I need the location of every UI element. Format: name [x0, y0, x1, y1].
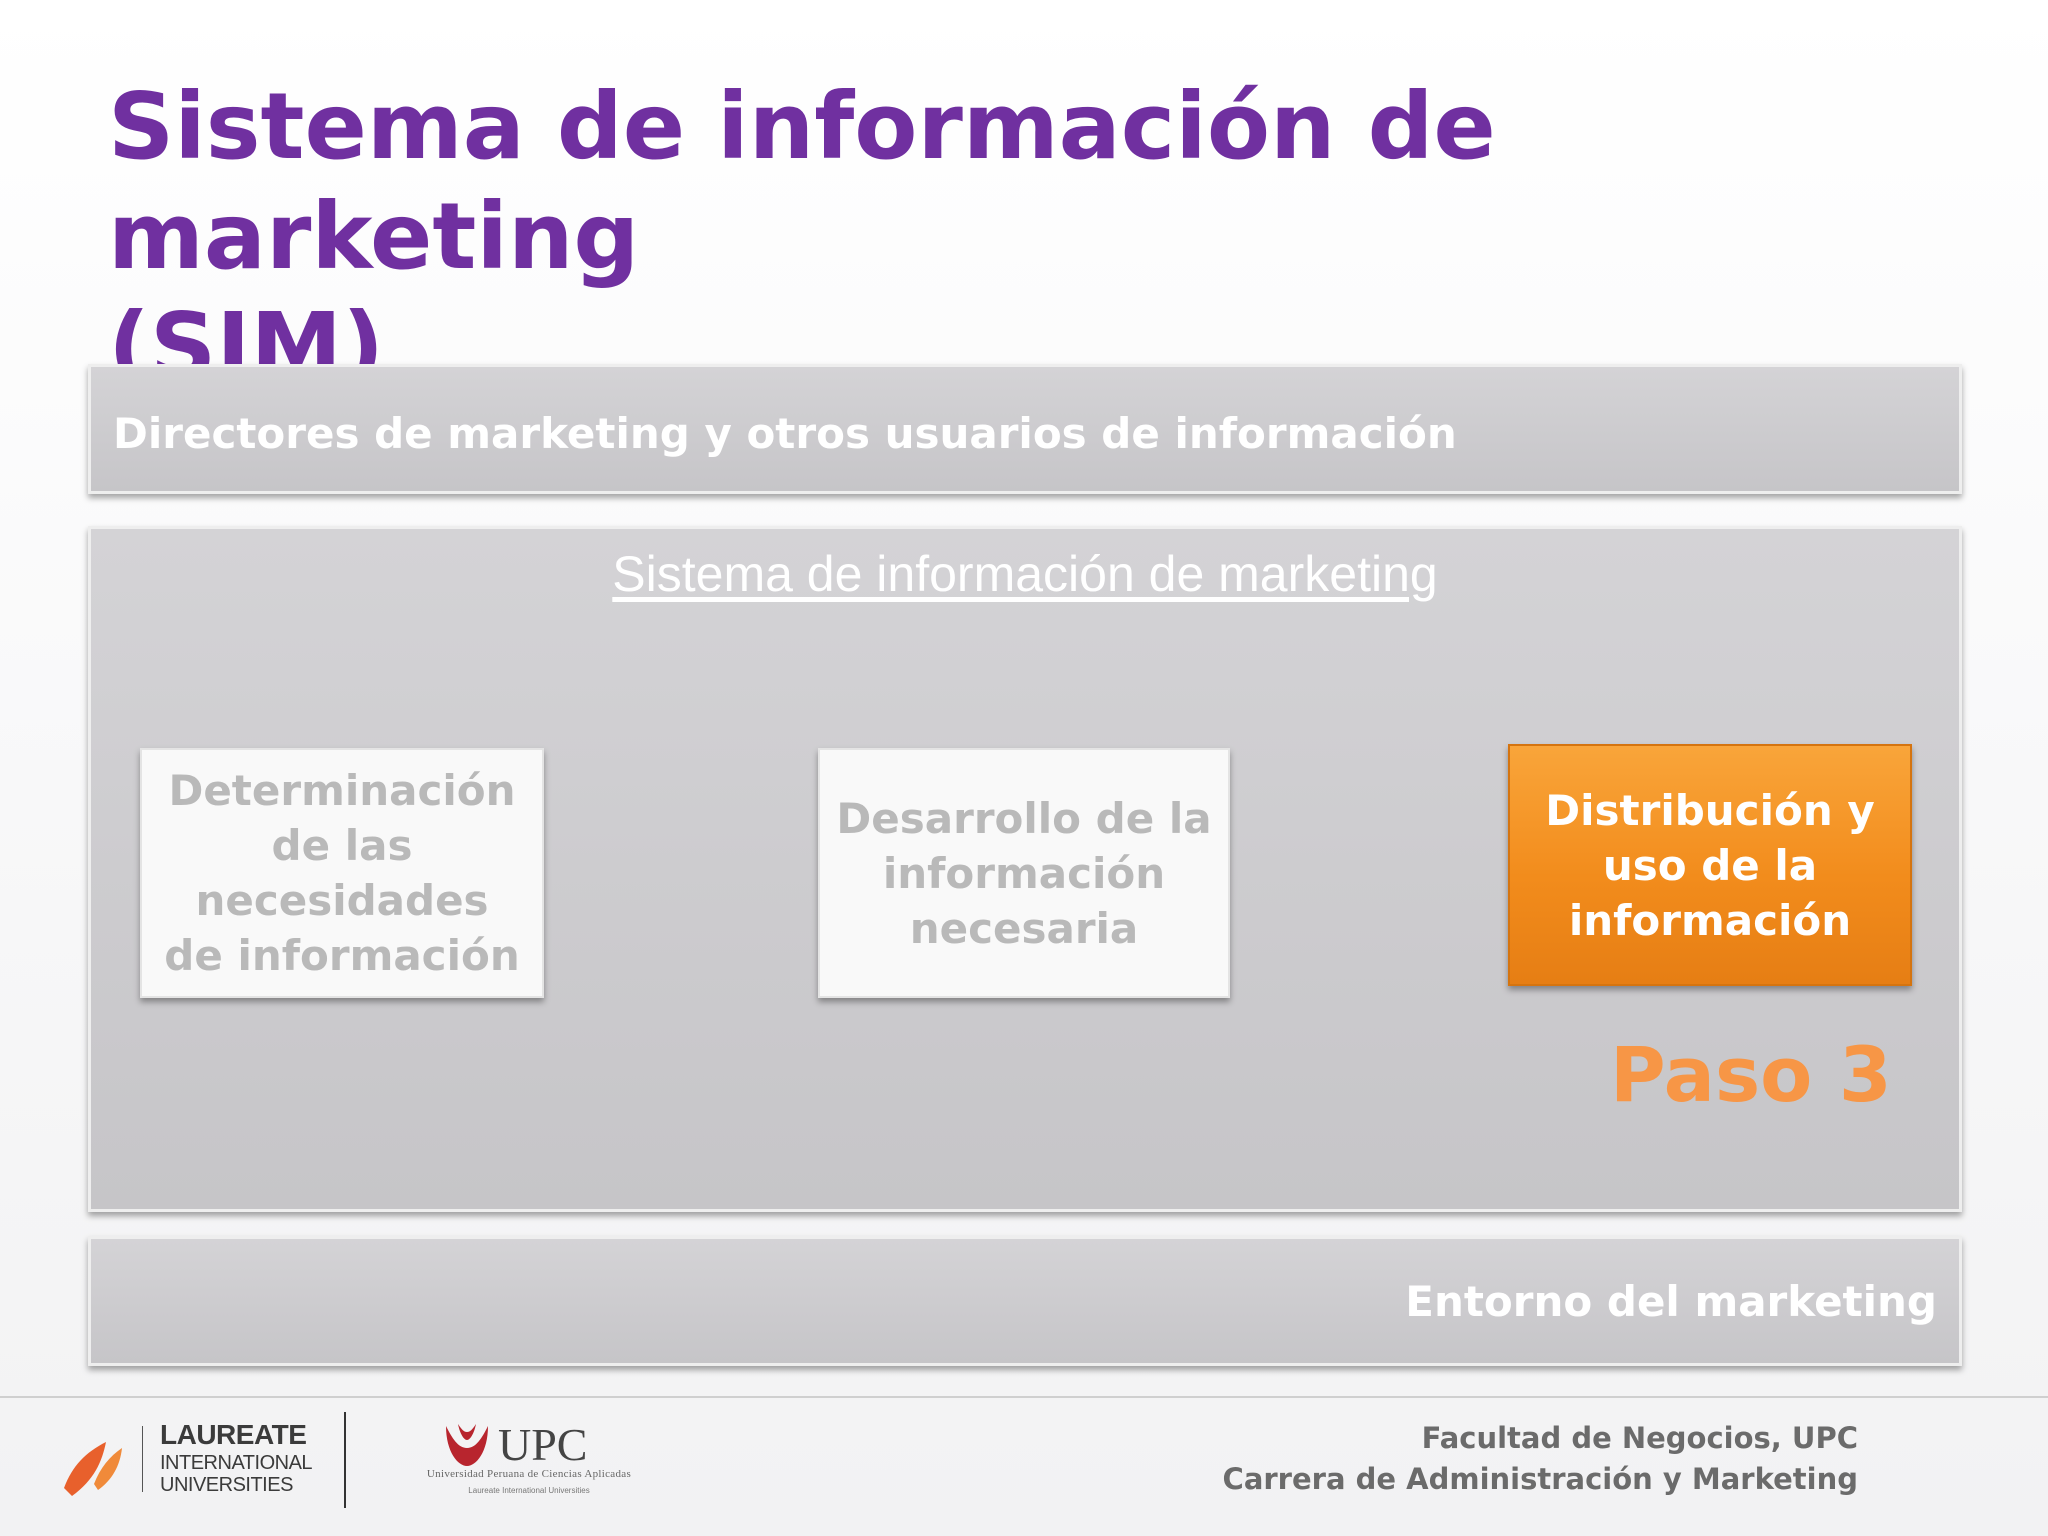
step-box-3-label: Distribución y uso de la información — [1545, 785, 1875, 945]
middle-band-heading: Sistema de información de marketing — [612, 546, 1438, 602]
bottom-band: Entorno del marketing — [88, 1236, 1962, 1366]
upc-subtitle: Laureate International Universities — [468, 1486, 590, 1495]
top-band: Directores de marketing y otros usuarios… — [88, 364, 1962, 494]
laureate-line-3: UNIVERSITIES — [160, 1474, 293, 1496]
laureate-leaf-icon — [64, 1442, 122, 1496]
footer-credits: Facultad de Negocios, UPC Carrera de Adm… — [1223, 1418, 1858, 1500]
laureate-line-2: INTERNATIONAL — [160, 1452, 313, 1474]
upc-logo-text: UPC — [498, 1419, 588, 1470]
laureate-logo-text: LAUREATE INTERNATIONAL UNIVERSITIES — [160, 1418, 313, 1496]
slide-title: Sistema de información de marketing (SIM… — [108, 72, 1958, 402]
upc-emblem-icon — [446, 1424, 488, 1466]
step-box-2: Desarrollo de la información necesaria — [818, 748, 1230, 998]
step-box-1-label: Determinación de las necesidades de info… — [164, 766, 520, 980]
top-band-label: Directores de marketing y otros usuarios… — [113, 409, 1457, 458]
step-box-1: Determinación de las necesidades de info… — [140, 748, 544, 998]
step-label: Paso 3 — [1610, 1030, 1892, 1119]
logo-separator-small — [142, 1426, 143, 1492]
bottom-band-label: Entorno del marketing — [1405, 1277, 1937, 1326]
logo-separator — [344, 1412, 346, 1508]
slide-title-line-1: Sistema de información de marketing — [108, 73, 1496, 290]
footer-divider — [0, 1396, 2048, 1398]
step-box-3-highlighted: Distribución y uso de la información — [1508, 744, 1912, 986]
footer-faculty: Facultad de Negocios, UPC — [1421, 1421, 1858, 1455]
upc-full-name: Universidad Peruana de Ciencias Aplicada… — [426, 1468, 632, 1480]
step-box-2-label: Desarrollo de la información necesaria — [836, 793, 1212, 953]
footer-logos: LAUREATE INTERNATIONAL UNIVERSITIES UPC … — [54, 1412, 694, 1522]
footer-career: Carrera de Administración y Marketing — [1222, 1462, 1858, 1496]
laureate-line-1: LAUREATE — [160, 1419, 307, 1450]
